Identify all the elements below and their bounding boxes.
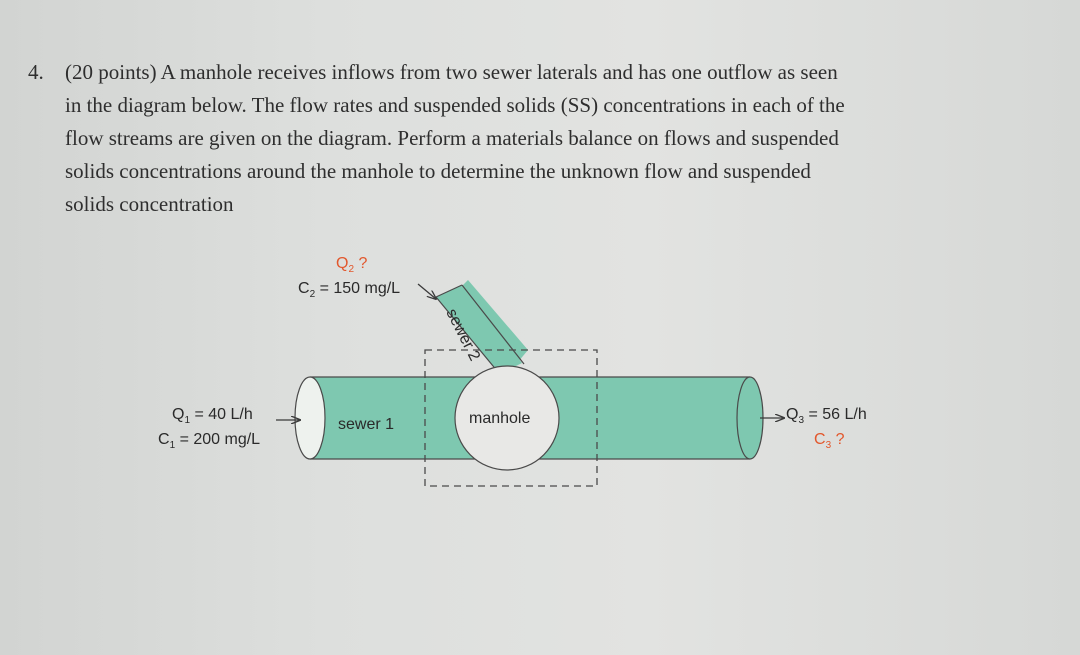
sewer-2-edge-left [435,296,499,373]
sewer-1-label: sewer 1 [338,416,394,433]
sewer-2-pipe [458,280,528,362]
inflow-1-concentration-label: C1 = 200 mg/L [158,431,260,451]
inflow-2-flow-label: Q2 ? [336,255,367,275]
inflow-2-arrow [417,283,436,299]
question-line-5: solids concentration [65,192,234,216]
outflow-concentration-label: C3 ? [814,431,845,451]
question-line-4: solids concentrations around the manhole… [65,159,811,183]
question-number: 4. [28,60,44,84]
pipe-inlet-end [294,376,326,460]
question-line-2: in the diagram below. The flow rates and… [65,93,845,117]
sewer-2-end [435,284,463,298]
inflow-1-flow-label: Q1 = 40 L/h [172,406,253,426]
inflow-2-concentration-label: C2 = 150 mg/L [298,280,400,300]
pipe-outlet-end [736,376,764,460]
question-line-3: flow streams are given on the diagram. P… [65,126,839,150]
sewer-2-edge-right [461,284,525,365]
manhole-shape [454,365,560,471]
sewer-2-pipe-body [436,285,522,374]
outflow-flow-label: Q3 = 56 L/h [786,406,867,426]
control-volume-box [424,349,598,487]
manhole-label: manhole [469,410,530,427]
question-line-1: (20 points) A manhole receives inflows f… [65,60,838,84]
